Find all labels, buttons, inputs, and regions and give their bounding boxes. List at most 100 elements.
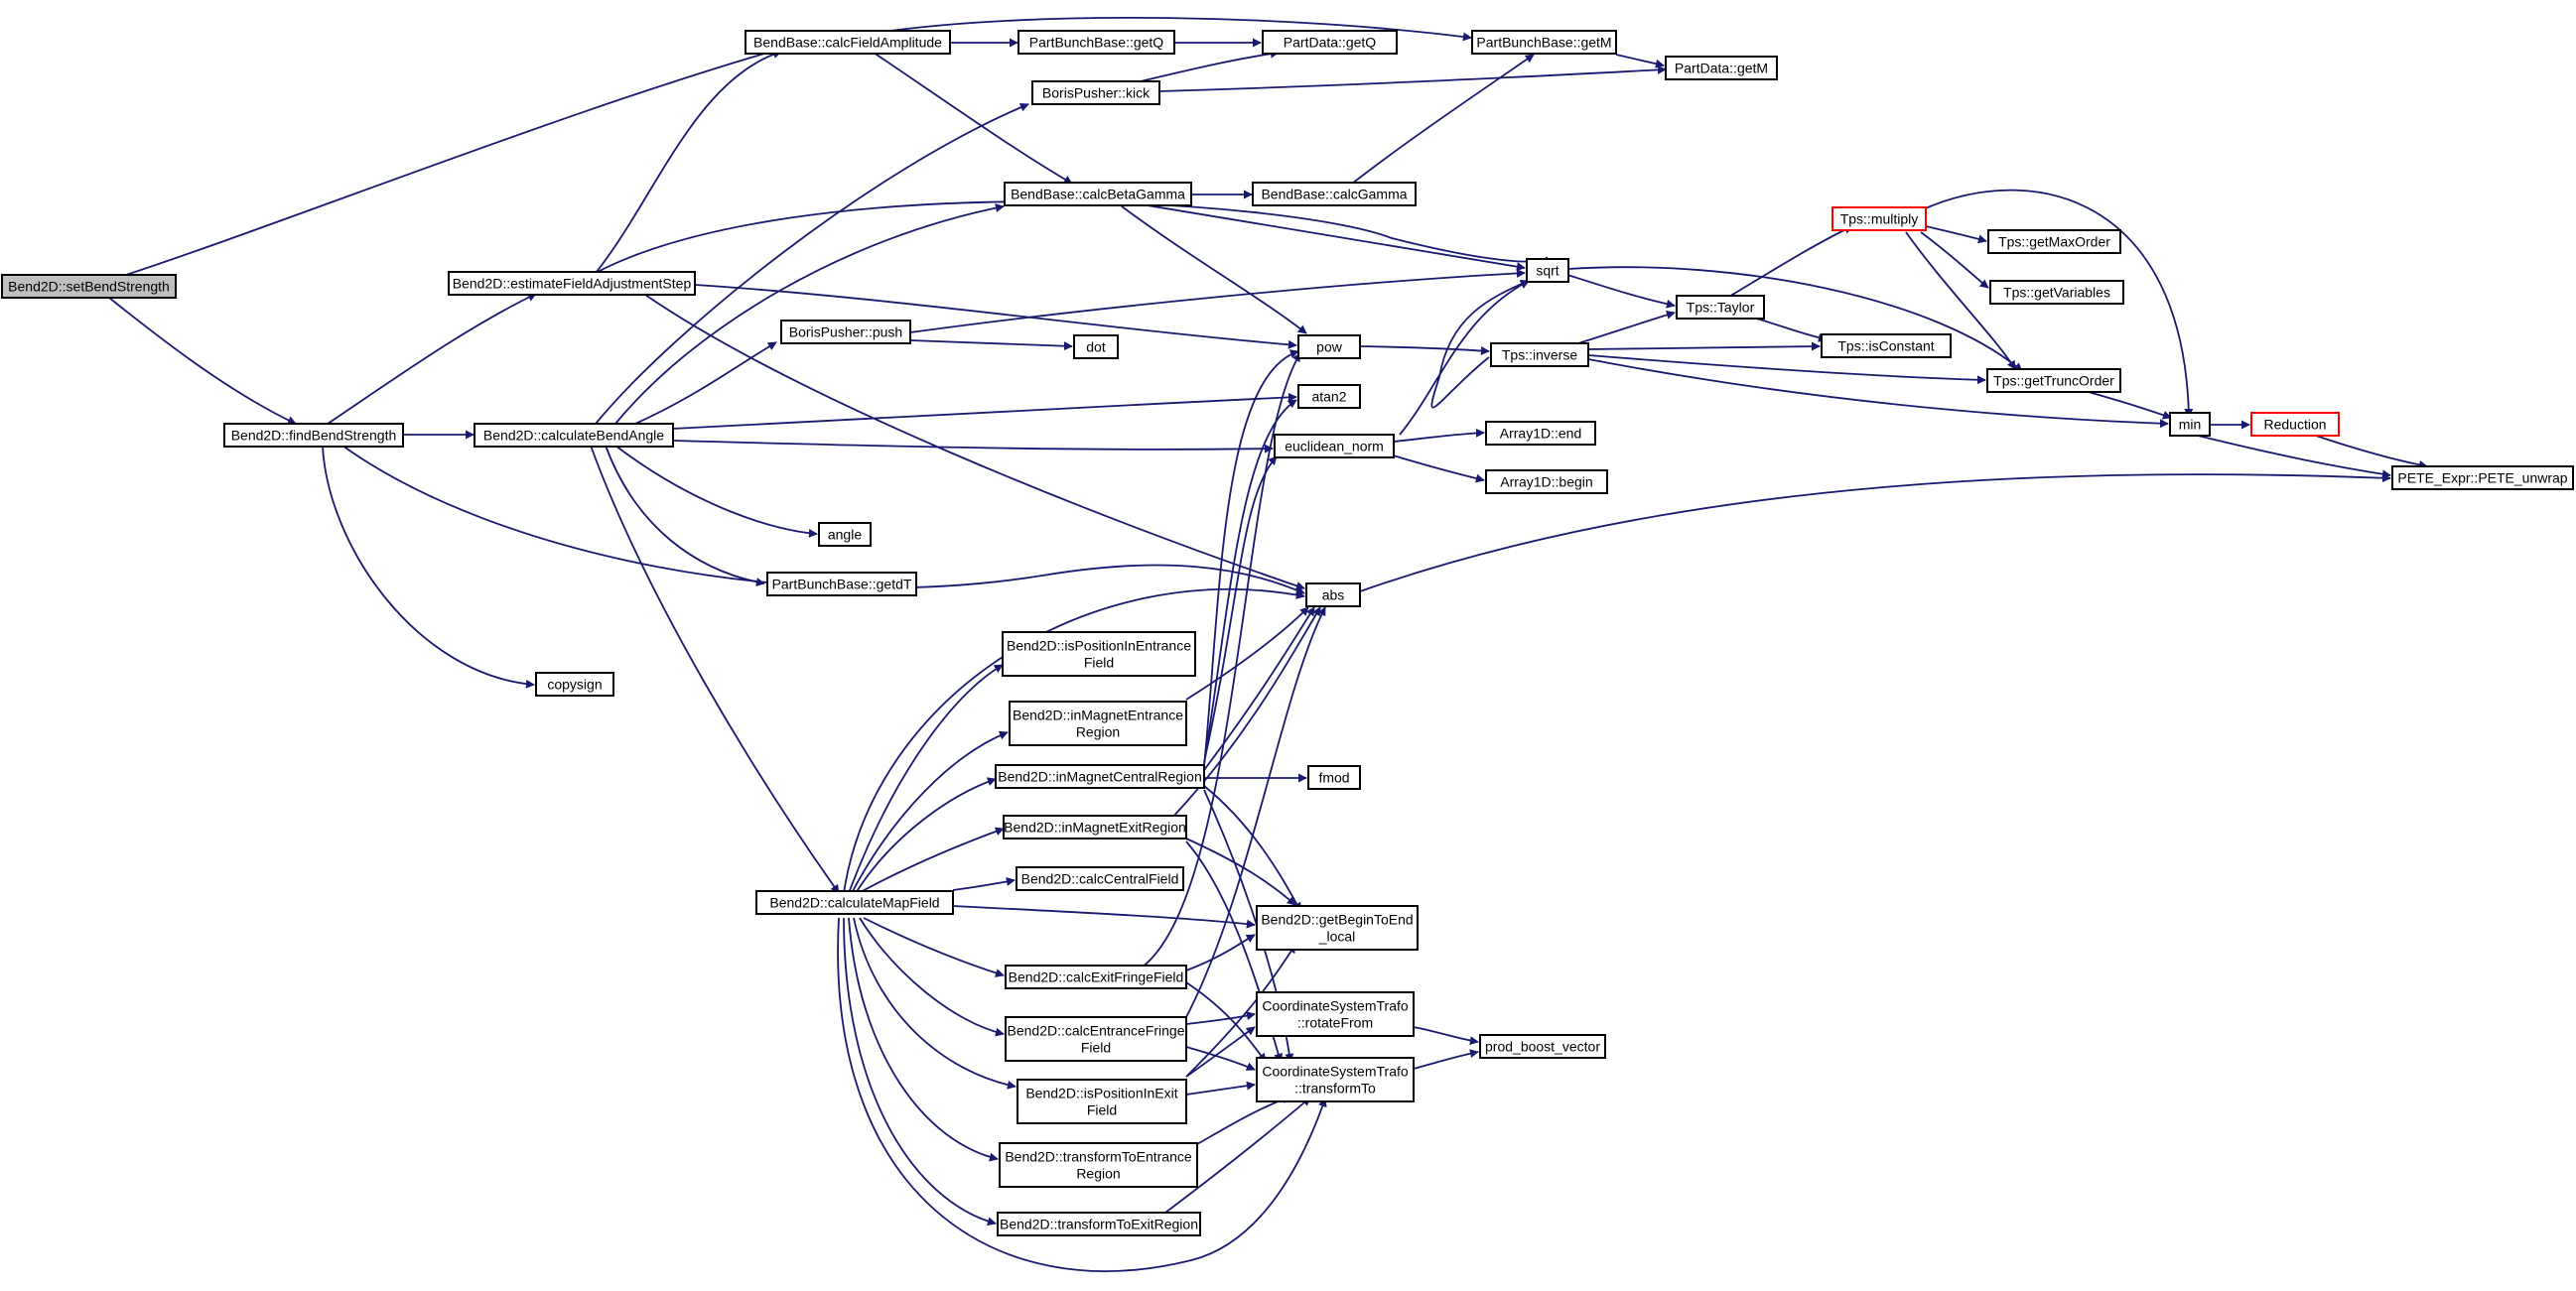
edge-cbg-pow bbox=[1121, 205, 1307, 334]
node-box bbox=[1665, 56, 1778, 80]
node-get-begin-to-end-local[interactable]: Bend2D::getBeginToEnd_local bbox=[1256, 905, 1419, 951]
node-boris-push[interactable]: BorisPusher::push bbox=[780, 320, 911, 344]
node-part-bunch-get-q[interactable]: PartBunchBase::getQ bbox=[1017, 30, 1175, 55]
node-box bbox=[474, 423, 674, 448]
node-estimate-field-adjustment-step[interactable]: Bend2D::estimateFieldAdjustmentStep bbox=[448, 271, 696, 296]
edge-bunchgetm-datagetm bbox=[1615, 54, 1665, 68]
node-calculate-bend-angle[interactable]: Bend2D::calculateBendAngle bbox=[474, 423, 674, 448]
node-box bbox=[1297, 384, 1361, 409]
node-tps-get-trunc-order[interactable]: Tps::getTruncOrder bbox=[1986, 368, 2121, 393]
edge-toexit-transformto bbox=[1160, 1097, 1311, 1217]
node-abs[interactable]: abs bbox=[1305, 582, 1361, 607]
node-label: _local bbox=[1318, 929, 1356, 945]
node-dot[interactable]: dot bbox=[1073, 334, 1119, 359]
edge-cfa-getm bbox=[882, 16, 1472, 42]
node-box bbox=[1471, 30, 1617, 55]
node-set-bend-strength[interactable]: Bend2D::setBendStrength bbox=[1, 274, 177, 299]
edge-cmf-inentrance bbox=[851, 730, 1009, 894]
node-box bbox=[1485, 421, 1596, 446]
node-label: sqrt bbox=[1536, 263, 1559, 279]
node-label: Tps::getVariables bbox=[2003, 285, 2110, 301]
edge-cba-angle bbox=[614, 445, 818, 538]
edge-setbendstrength-findbendstrength bbox=[108, 297, 297, 425]
edge-cmf-toentrance bbox=[848, 917, 999, 1162]
node-calc-exit-fringe-field[interactable]: Bend2D::calcExitFringeField bbox=[1005, 965, 1187, 989]
node-box bbox=[1989, 280, 2124, 305]
node-pow[interactable]: pow bbox=[1297, 334, 1361, 359]
node-min[interactable]: min bbox=[2169, 412, 2211, 437]
node-array1d-begin[interactable]: Array1D::begin bbox=[1485, 469, 1608, 494]
edge-cmf-calcexit bbox=[863, 917, 1005, 977]
node-label: PartData::getM bbox=[1675, 61, 1768, 76]
edge-cmf-transformto bbox=[837, 917, 1327, 1272]
edge-calcgamma-bunchgetm bbox=[1351, 54, 1535, 185]
node-rotate-from[interactable]: CoordinateSystemTrafo::rotateFrom bbox=[1256, 991, 1415, 1037]
edge-incentral-abs bbox=[1203, 606, 1315, 771]
node-tps-taylor[interactable]: Tps::Taylor bbox=[1676, 295, 1765, 320]
node-label: ::transformTo bbox=[1294, 1081, 1376, 1097]
edge-cba-boriskick bbox=[595, 102, 1029, 425]
node-transform-to[interactable]: CoordinateSystemTrafo::transformTo bbox=[1256, 1057, 1415, 1102]
node-box bbox=[1676, 295, 1765, 320]
edge-isposexit-transformto bbox=[1185, 1081, 1256, 1096]
node-label: prod_boost_vector bbox=[1485, 1039, 1600, 1055]
node-box bbox=[1004, 182, 1192, 206]
node-array1d-end[interactable]: Array1D::end bbox=[1485, 421, 1596, 446]
node-box bbox=[1017, 30, 1175, 55]
node-tps-get-variables[interactable]: Tps::getVariables bbox=[1989, 280, 2124, 305]
edge-inverse-min bbox=[1587, 358, 2169, 429]
edge-setbendstrength-calcfieldamplitude bbox=[125, 39, 807, 276]
edge-multiply-min bbox=[1920, 189, 2194, 418]
node-atan2[interactable]: atan2 bbox=[1297, 384, 1361, 409]
node-tps-is-constant[interactable]: Tps::isConstant bbox=[1821, 333, 1952, 358]
edge-isposexit-rotate bbox=[1185, 1026, 1256, 1078]
node-label: Region bbox=[1076, 1166, 1120, 1182]
node-in-magnet-exit-region[interactable]: Bend2D::inMagnetExitRegion bbox=[1003, 815, 1187, 839]
node-tps-multiply[interactable]: Tps::multiply bbox=[1831, 206, 1927, 231]
node-find-bend-strength[interactable]: Bend2D::findBendStrength bbox=[223, 423, 404, 448]
node-box bbox=[995, 764, 1205, 789]
node-pete-unwrap[interactable]: PETE_Expr::PETE_unwrap bbox=[2391, 465, 2574, 490]
node-box bbox=[1490, 342, 1589, 367]
node-sqrt[interactable]: sqrt bbox=[1526, 258, 1569, 283]
node-fmod[interactable]: fmod bbox=[1307, 765, 1361, 790]
node-tps-inverse[interactable]: Tps::inverse bbox=[1490, 342, 1589, 367]
node-reduction[interactable]: Reduction bbox=[2250, 412, 2340, 437]
node-copysign[interactable]: copysign bbox=[535, 672, 614, 697]
node-box bbox=[448, 271, 696, 296]
node-calc-central-field[interactable]: Bend2D::calcCentralField bbox=[1016, 866, 1184, 891]
node-box bbox=[780, 320, 911, 344]
node-euclidean-norm[interactable]: euclidean_norm bbox=[1274, 434, 1395, 458]
node-label: BendBase::calcFieldAmplitude bbox=[753, 35, 942, 51]
node-transform-to-exit-region[interactable]: Bend2D::transformToExitRegion bbox=[997, 1212, 1201, 1236]
node-label: Bend2D::estimateFieldAdjustmentStep bbox=[453, 276, 692, 292]
node-label: min bbox=[2179, 417, 2202, 433]
node-prod-boost-vector[interactable]: prod_boost_vector bbox=[1479, 1034, 1606, 1059]
node-tps-get-max-order[interactable]: Tps::getMaxOrder bbox=[1987, 229, 2121, 254]
node-label: dot bbox=[1086, 339, 1106, 355]
node-box bbox=[1305, 582, 1361, 607]
node-part-data-get-q[interactable]: PartData::getQ bbox=[1262, 30, 1398, 55]
node-calc-gamma[interactable]: BendBase::calcGamma bbox=[1252, 182, 1417, 206]
node-boris-kick[interactable]: BorisPusher::kick bbox=[1031, 80, 1160, 105]
node-label: CoordinateSystemTrafo bbox=[1262, 998, 1409, 1014]
node-part-data-get-m[interactable]: PartData::getM bbox=[1665, 56, 1778, 80]
node-calculate-map-field[interactable]: Bend2D::calculateMapField bbox=[755, 890, 954, 915]
node-box bbox=[1485, 469, 1608, 494]
node-box bbox=[1016, 866, 1184, 891]
node-calc-beta-gamma[interactable]: BendBase::calcBetaGamma bbox=[1004, 182, 1192, 206]
node-box bbox=[1256, 905, 1419, 951]
node-part-bunch-get-m[interactable]: PartBunchBase::getM bbox=[1471, 30, 1617, 55]
edge-findbendstrength-abs bbox=[341, 445, 1305, 594]
node-getd-t[interactable]: PartBunchBase::getdT bbox=[766, 572, 917, 596]
node-angle[interactable]: angle bbox=[818, 522, 872, 547]
node-calc-field-amplitude[interactable]: BendBase::calcFieldAmplitude bbox=[745, 30, 951, 55]
node-in-magnet-central-region[interactable]: Bend2D::inMagnetCentralRegion bbox=[995, 764, 1205, 789]
node-label: abs bbox=[1322, 587, 1345, 603]
edge-inverse-sqrt bbox=[1430, 280, 1530, 409]
